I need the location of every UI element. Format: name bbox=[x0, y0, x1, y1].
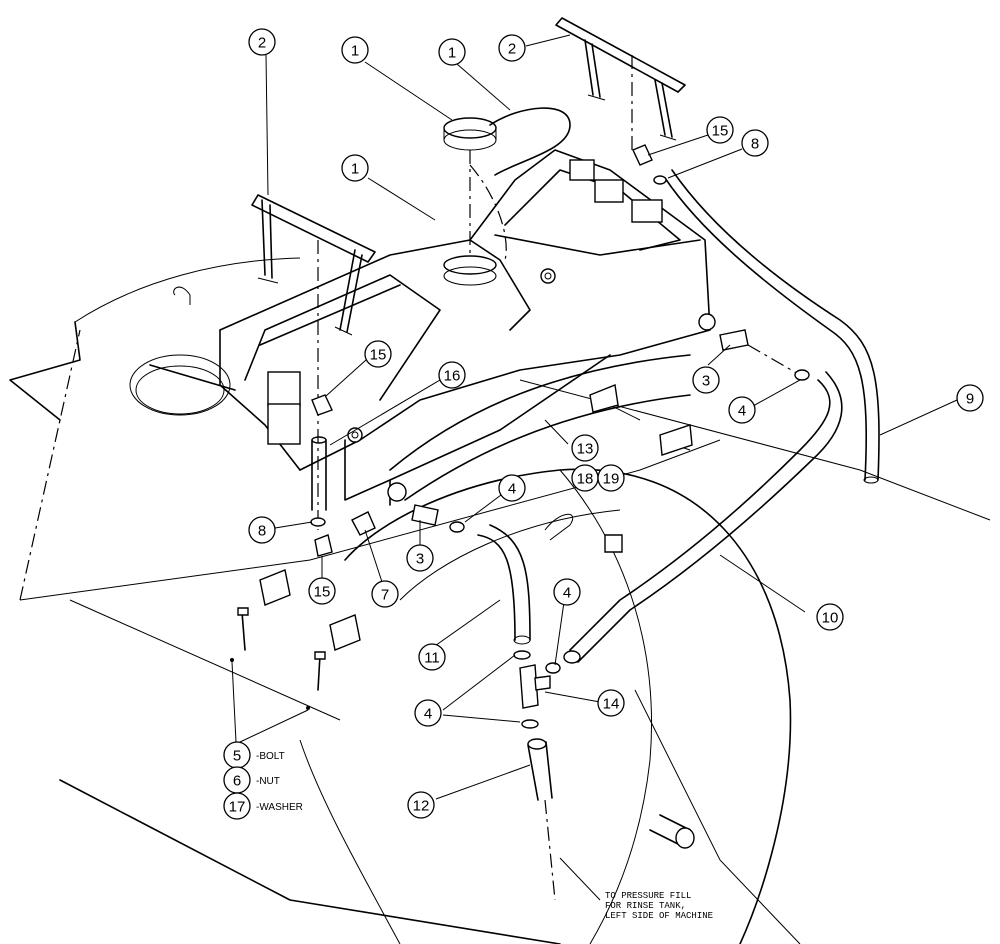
fill-cap-parts bbox=[443, 107, 571, 261]
svg-text:4: 4 bbox=[508, 481, 516, 498]
legend-nut: -NUT bbox=[256, 776, 280, 787]
svg-text:1: 1 bbox=[351, 43, 359, 60]
callout-13: 13 bbox=[571, 434, 599, 462]
hose-11 bbox=[477, 524, 531, 645]
svg-text:3: 3 bbox=[416, 551, 424, 568]
svg-text:1: 1 bbox=[351, 161, 359, 178]
svg-text:15: 15 bbox=[314, 584, 331, 601]
callout-6: 6 bbox=[223, 766, 251, 794]
svg-text:8: 8 bbox=[258, 523, 266, 540]
callout-7: 7 bbox=[371, 580, 399, 608]
callout-15-bottom: 15 bbox=[308, 577, 336, 605]
svg-text:4: 4 bbox=[563, 585, 571, 602]
svg-text:FOR RINSE TANK,: FOR RINSE TANK, bbox=[605, 901, 686, 911]
svg-text:13: 13 bbox=[577, 441, 594, 458]
callout-18: 18 bbox=[571, 464, 599, 492]
svg-text:2: 2 bbox=[258, 35, 266, 52]
svg-text:15: 15 bbox=[370, 347, 387, 364]
callout-8-bottom: 8 bbox=[248, 516, 276, 544]
svg-text:2: 2 bbox=[508, 41, 516, 58]
svg-text:10: 10 bbox=[822, 610, 839, 627]
svg-text:LEFT SIDE OF MACHINE: LEFT SIDE OF MACHINE bbox=[605, 911, 713, 921]
pressure-fill-note: TO PRESSURE FILL FOR RINSE TANK, LEFT SI… bbox=[605, 891, 713, 921]
svg-text:7: 7 bbox=[381, 587, 389, 604]
hose-16-vertical bbox=[311, 240, 327, 530]
svg-text:4: 4 bbox=[424, 706, 432, 723]
svg-text:11: 11 bbox=[424, 650, 440, 667]
svg-text:19: 19 bbox=[603, 471, 620, 488]
callout-10: 10 bbox=[816, 603, 844, 631]
svg-text:14: 14 bbox=[603, 696, 620, 713]
callout-9: 9 bbox=[956, 384, 984, 412]
svg-text:17: 17 bbox=[229, 799, 246, 816]
leader-lines bbox=[231, 34, 958, 901]
callout-4-right: 4 bbox=[728, 396, 756, 424]
callout-15-mid: 15 bbox=[364, 340, 392, 368]
mounting-bracket-right bbox=[555, 17, 686, 155]
svg-text:4: 4 bbox=[738, 403, 746, 420]
callout-5: 5 bbox=[223, 741, 251, 769]
callout-12: 12 bbox=[407, 791, 435, 819]
callout-14: 14 bbox=[597, 689, 625, 717]
legend-bolt: -BOLT bbox=[256, 751, 285, 762]
svg-text:16: 16 bbox=[444, 368, 461, 385]
mounting-bracket-left bbox=[251, 194, 376, 336]
fittings bbox=[230, 144, 810, 849]
hose-9 bbox=[664, 169, 880, 484]
callout-19: 19 bbox=[597, 464, 625, 492]
callout-4-lower: 4 bbox=[553, 578, 581, 606]
callout-1-c: 1 bbox=[341, 154, 369, 182]
svg-text:9: 9 bbox=[966, 391, 974, 408]
svg-text:1: 1 bbox=[448, 45, 456, 62]
svg-text:8: 8 bbox=[751, 136, 759, 153]
callout-3-bottom: 3 bbox=[406, 544, 434, 572]
callout-1-b: 1 bbox=[438, 38, 466, 66]
callout-8-top: 8 bbox=[741, 129, 769, 157]
callout-11: 11 bbox=[418, 643, 446, 671]
svg-text:6: 6 bbox=[233, 773, 241, 790]
svg-text:5: 5 bbox=[233, 748, 241, 765]
callout-3-right: 3 bbox=[692, 366, 720, 394]
hose-10 bbox=[563, 371, 843, 664]
callout-17: 17 bbox=[223, 792, 251, 820]
legend-washer: -WASHER bbox=[256, 802, 303, 813]
machine-body-outline bbox=[9, 257, 991, 944]
tank-lid-left bbox=[129, 286, 236, 416]
callout-1-a: 1 bbox=[341, 36, 369, 64]
svg-text:18: 18 bbox=[577, 471, 594, 488]
tank-housing bbox=[219, 149, 711, 506]
callout-2-right: 2 bbox=[498, 34, 526, 62]
callout-15-top: 15 bbox=[706, 116, 734, 144]
callout-16: 16 bbox=[438, 361, 466, 389]
callout-2-left: 2 bbox=[248, 28, 276, 56]
hose-12 bbox=[527, 738, 556, 901]
svg-text:TO PRESSURE FILL: TO PRESSURE FILL bbox=[605, 891, 691, 901]
callout-4-mid: 4 bbox=[498, 474, 526, 502]
svg-text:12: 12 bbox=[413, 798, 430, 815]
callout-4-left: 4 bbox=[414, 699, 442, 727]
svg-text:3: 3 bbox=[702, 373, 710, 390]
svg-text:15: 15 bbox=[712, 123, 729, 140]
